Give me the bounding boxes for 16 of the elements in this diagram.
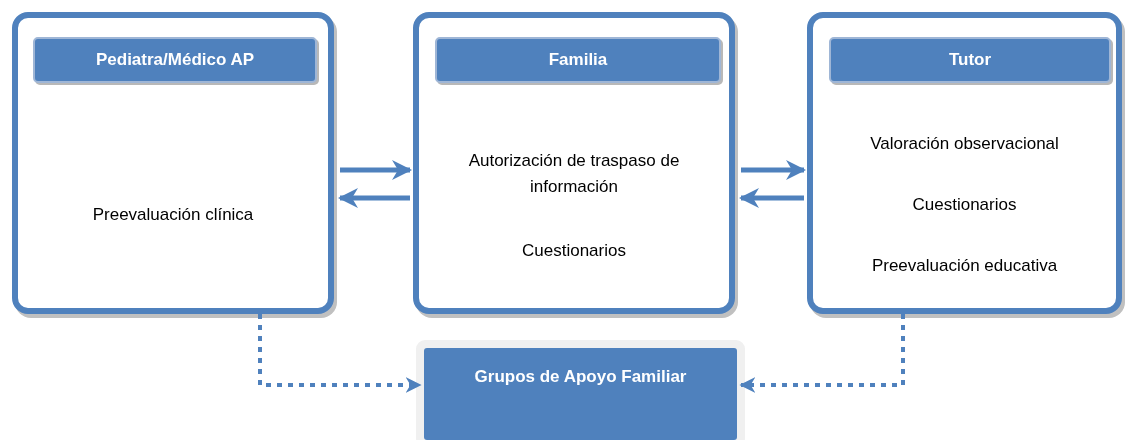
- task-text: Cuestionarios: [911, 194, 1018, 216]
- box-title: Grupos de Apoyo Familiar: [473, 366, 688, 388]
- arrow: [338, 188, 410, 208]
- arrow: [739, 188, 804, 208]
- dotted-arrow: [258, 314, 422, 393]
- header-bar: Tutor: [829, 37, 1111, 83]
- task-text: Cuestionarios: [521, 240, 627, 262]
- header-bar: Familia: [435, 37, 721, 83]
- header-bar: Pediatra/Médico AP: [33, 37, 317, 83]
- dotted-arrow: [739, 314, 905, 393]
- task-text: Valoración observacional: [869, 133, 1060, 155]
- task-text: Preevaluación educativa: [870, 255, 1059, 277]
- arrow: [741, 160, 806, 180]
- task-text: Preevaluación clínica: [91, 204, 255, 226]
- task-text: Autorización de traspaso de información: [467, 150, 681, 198]
- arrow: [340, 160, 412, 180]
